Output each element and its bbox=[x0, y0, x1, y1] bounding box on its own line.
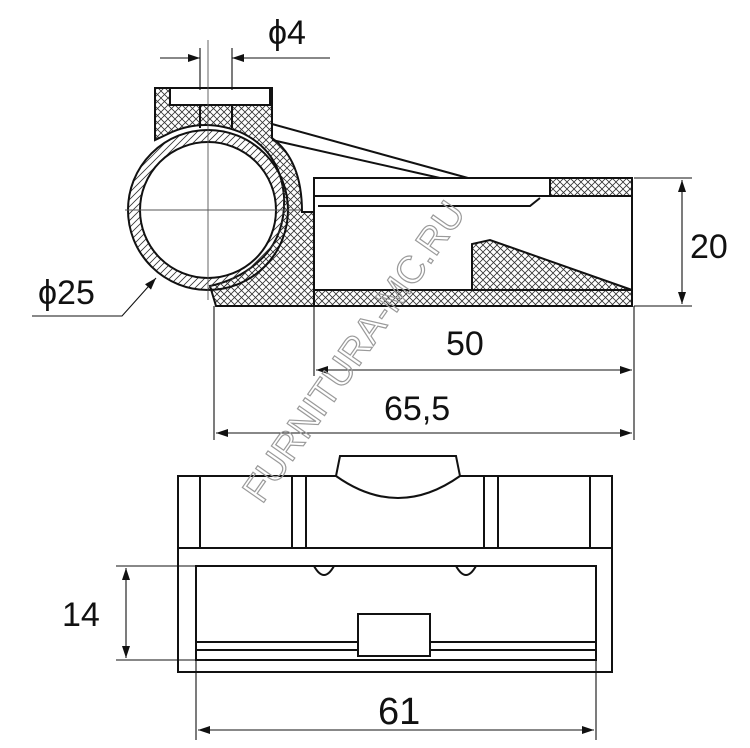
bottom-tab bbox=[357, 613, 431, 657]
top-view bbox=[125, 40, 633, 307]
dim-inner-length: 50 bbox=[446, 325, 484, 363]
hole-slot bbox=[169, 87, 271, 106]
arm-outline bbox=[313, 177, 633, 307]
dim-hole-diameter: ϕ4 bbox=[268, 14, 306, 52]
dim-bottom-height: 14 bbox=[62, 596, 100, 634]
dim-tube-diameter: ϕ25 bbox=[38, 274, 95, 312]
dim-bottom-width: 61 bbox=[378, 691, 420, 733]
bottom-inner-frame bbox=[195, 565, 597, 661]
dim-height: 20 bbox=[690, 228, 728, 266]
dim-overall-length: 65,5 bbox=[384, 390, 450, 428]
dimension-lines bbox=[32, 48, 692, 740]
bottom-view bbox=[177, 455, 613, 673]
top-bump bbox=[334, 455, 462, 499]
arm-top-hatch bbox=[549, 177, 633, 197]
ramp-wedge bbox=[471, 238, 633, 291]
